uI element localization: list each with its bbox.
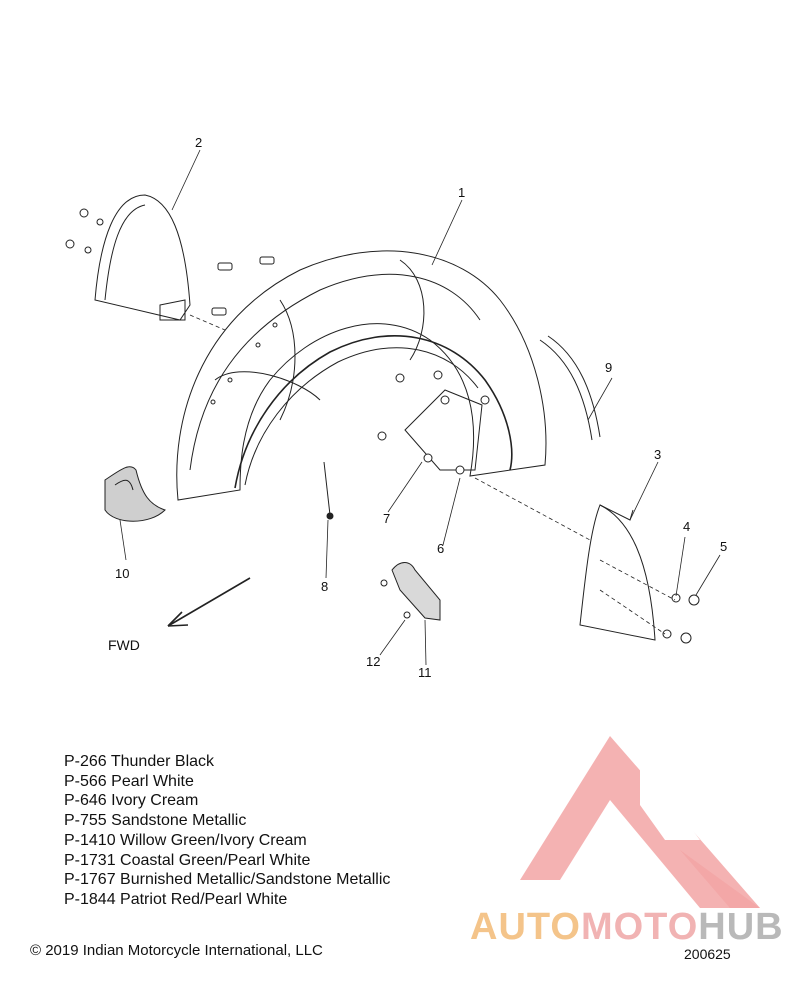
rod-part-8 <box>323 461 334 520</box>
legend-item: P-755 Sandstone Metallic <box>64 812 247 830</box>
callout-10: 10 <box>115 566 130 581</box>
paint-code-legend: P-266 Thunder Black P-566 Pearl White P-… <box>64 752 390 910</box>
callout-8: 8 <box>321 579 329 594</box>
callout-12: 12 <box>366 654 381 669</box>
bracket-part-11 <box>391 562 441 621</box>
legend-item: P-646 Ivory Cream <box>64 792 199 810</box>
watermark-part-2: MOTO <box>580 906 699 948</box>
legend-item: P-566 Pearl White <box>64 772 194 790</box>
front-fender-part-1 <box>176 250 547 501</box>
fwd-arrow <box>167 577 251 627</box>
watermark-wordmark: AUTOMOTOHUB <box>470 906 784 949</box>
leader-lines <box>119 149 721 666</box>
callout-7: 7 <box>383 511 391 526</box>
callout-4: 4 <box>683 519 691 534</box>
copyright-notice: © 2019 Indian Motorcycle International, … <box>30 942 323 959</box>
callout-5: 5 <box>720 539 728 554</box>
callout-11: 11 <box>418 665 432 680</box>
callout-6: 6 <box>437 541 445 556</box>
fender-tip-part-2 <box>94 194 191 321</box>
callout-2: 2 <box>195 135 203 150</box>
watermark-part-1: AUTO <box>470 906 581 948</box>
watermark-logo <box>520 736 760 908</box>
callout-3: 3 <box>654 447 662 462</box>
emblem-part-10 <box>104 466 166 522</box>
legend-item: P-1410 Willow Green/Ivory Cream <box>64 831 307 849</box>
legend-item: P-266 Thunder Black <box>64 753 215 770</box>
legend-item: P-1844 Patriot Red/Pearl White <box>64 890 288 908</box>
fwd-label: FWD <box>108 637 140 653</box>
callout-1: 1 <box>458 185 466 200</box>
fasteners <box>65 208 700 644</box>
callout-9: 9 <box>605 360 613 375</box>
diagram-id: 200625 <box>684 946 731 962</box>
watermark-part-3: HUB <box>698 906 784 948</box>
legend-item: P-1731 Coastal Green/Pearl White <box>64 851 311 869</box>
legend-item: P-1767 Burnished Metallic/Sandstone Meta… <box>64 871 391 889</box>
trim-strip-part-9 <box>539 335 601 441</box>
